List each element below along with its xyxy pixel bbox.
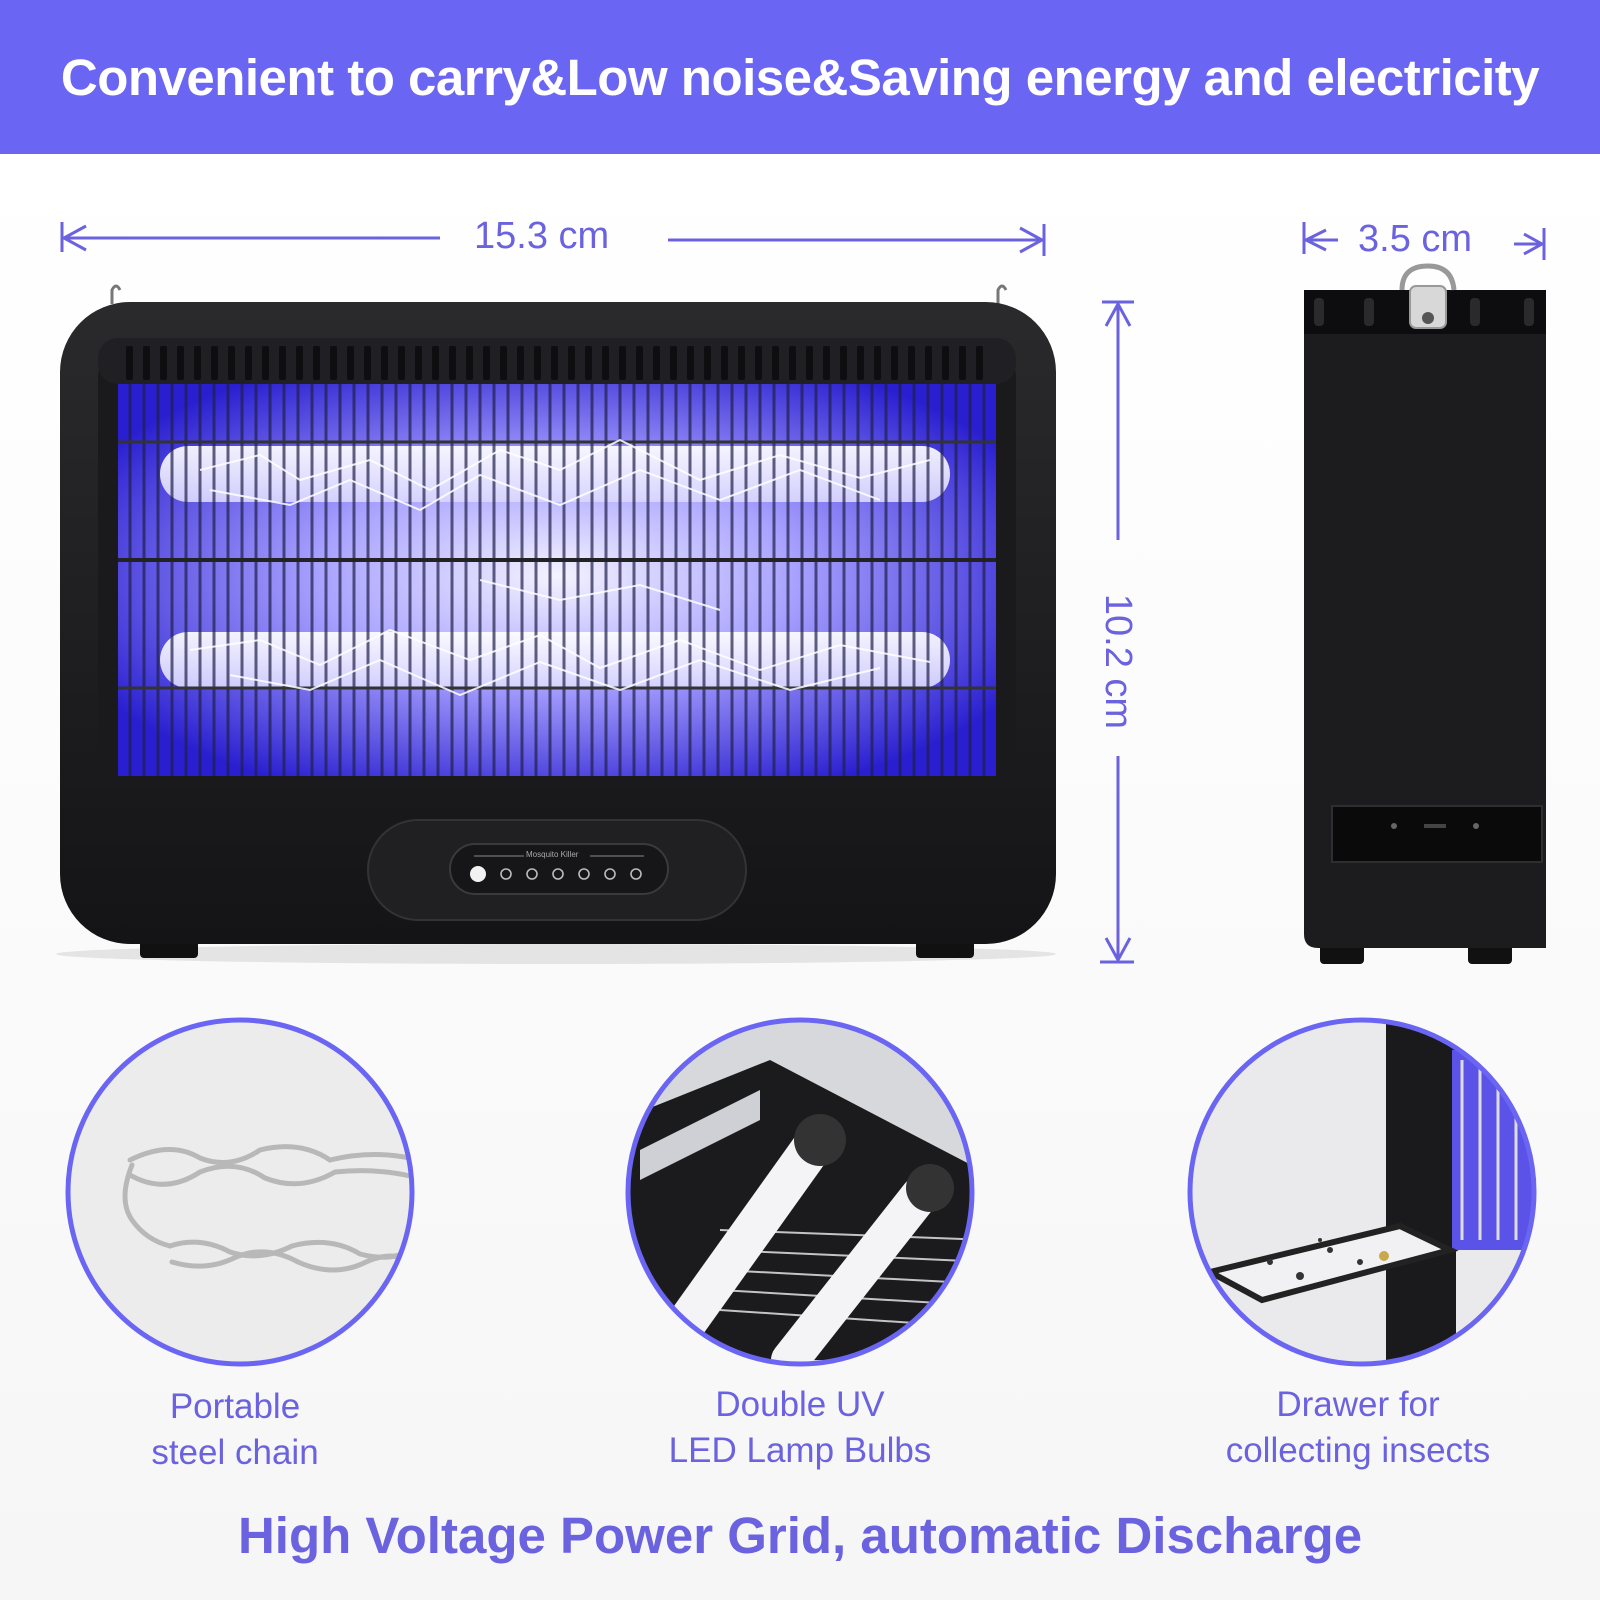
- feature-caption-lamp: Double UV LED Lamp Bulbs: [590, 1382, 1010, 1474]
- feature-caption-drawer-line2: collecting insects: [1225, 1431, 1491, 1470]
- footer-tagline: High Voltage Power Grid, automatic Disch…: [237, 1507, 1363, 1564]
- panel-brand-label: Mosquito Killer: [526, 850, 579, 859]
- feature-caption-drawer-line1: Drawer for: [1276, 1385, 1440, 1424]
- feature-caption-chain-line1: Portable: [169, 1387, 301, 1426]
- depth-label: 3.5 cm: [1358, 218, 1473, 260]
- feature-caption-drawer: Drawer for collecting insects: [1148, 1382, 1568, 1474]
- width-label: 15.3 cm: [474, 215, 610, 257]
- header-banner: Convenient to carry&Low noise&Saving ene…: [0, 0, 1600, 154]
- feature-caption-lamp-line2: LED Lamp Bulbs: [668, 1431, 932, 1470]
- feature-caption-chain: Portable steel chain: [25, 1384, 445, 1476]
- header-title: Convenient to carry&Low noise&Saving ene…: [60, 48, 1540, 106]
- feature-caption-lamp-line1: Double UV: [715, 1385, 885, 1424]
- feature-caption-chain-line2: steel chain: [151, 1433, 319, 1472]
